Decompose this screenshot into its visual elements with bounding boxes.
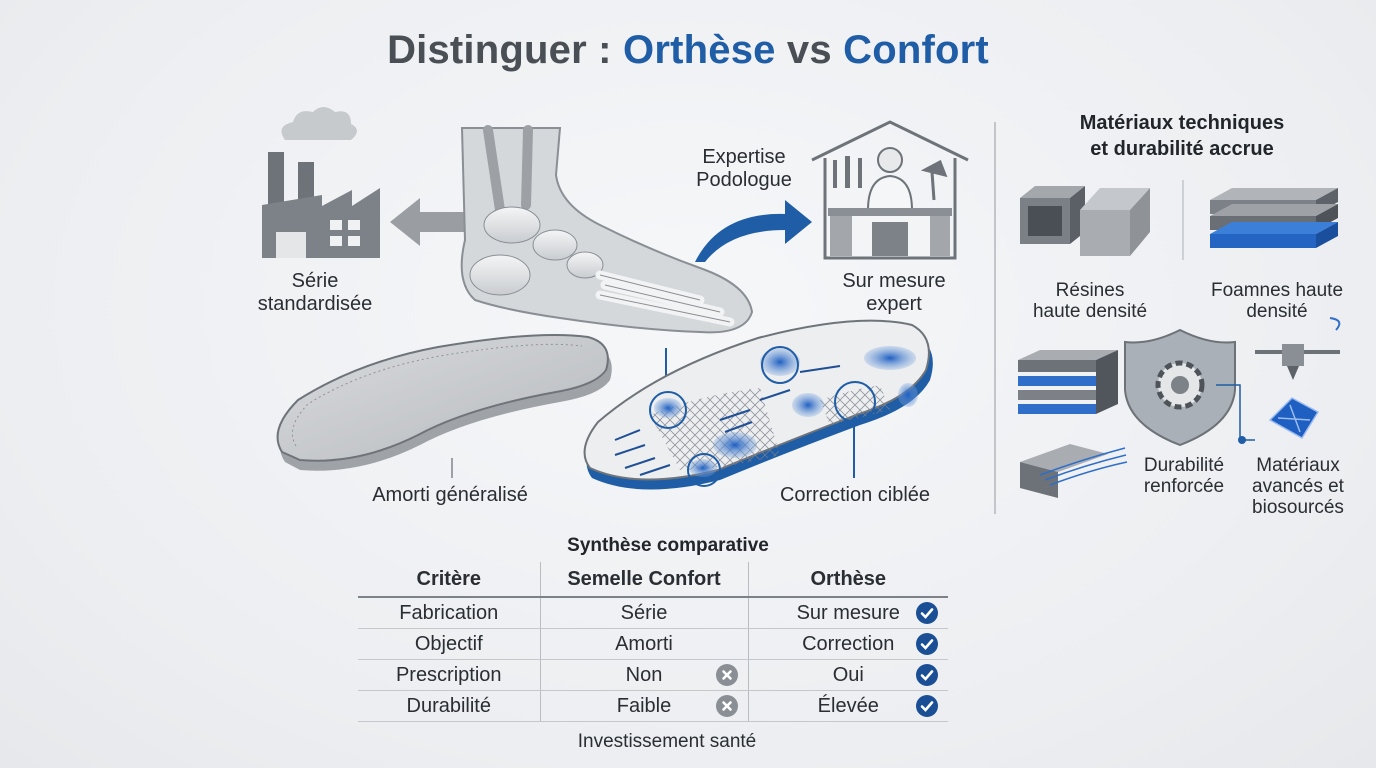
material-advanced-line1: Matériaux	[1256, 455, 1340, 476]
orthotic-insole-illustration	[583, 319, 933, 490]
table-row: Fabrication Série Sur mesure	[358, 597, 948, 629]
cross-icon	[715, 664, 738, 686]
cell-text: Élevée	[817, 694, 879, 717]
table-row: Durabilité Faible Élevée	[358, 690, 948, 722]
cell-text: Correction	[802, 632, 895, 655]
material-resins-line2: haute densité	[1032, 301, 1148, 322]
table-cell-orthotic: Élevée	[747, 690, 948, 722]
table-cell-orthotic: Oui	[747, 659, 948, 691]
table-header-row: Critère Semelle Confort Orthèse	[358, 562, 948, 598]
material-durability-line2: renforcée	[1143, 476, 1225, 497]
material-advanced-line2: avancés et	[1252, 476, 1344, 497]
comfort-insole-illustration	[276, 333, 612, 471]
material-label-durability: Durabilité renforcée	[1124, 455, 1244, 497]
table-cell-comfort: Amorti	[539, 628, 748, 660]
factory-label-line2: standardisée	[257, 293, 373, 315]
table-cell-criterion: Objectif	[358, 628, 540, 660]
materials-title: Matériaux techniques et durabilité accru…	[1040, 110, 1324, 162]
header-comfort: Semelle Confort	[539, 562, 748, 598]
material-label-advanced: Matériaux avancés et biosourcés	[1238, 455, 1358, 518]
comfort-insole-label: Amorti généralisé	[372, 484, 528, 506]
table-cell-criterion: Fabrication	[358, 597, 540, 629]
workshop-line1: Sur mesure	[842, 270, 946, 292]
orthotic-label: Correction ciblée	[779, 484, 931, 506]
material-foams-line2: densité	[1246, 301, 1308, 322]
cell-text: Amorti	[615, 632, 673, 655]
foam-layers-icon	[1210, 188, 1338, 248]
fiber-sheet-icon	[1020, 444, 1128, 498]
materials-title-line2: et durabilité accrue	[1090, 138, 1274, 160]
table-cell-criterion: Prescription	[358, 659, 540, 691]
section-divider	[994, 122, 996, 514]
cell-text: Prescription	[395, 663, 502, 686]
podiatrist-workshop-icon	[811, 120, 969, 260]
material-foams-line1: Foamnes haute	[1210, 280, 1344, 301]
title-prefix: Distinguer :	[387, 28, 624, 72]
material-label-resins: Résines haute densité	[1010, 280, 1170, 322]
workshop-line2: expert	[866, 293, 922, 315]
table-cell-comfort: Faible	[539, 690, 748, 722]
table-cell-comfort: Non	[539, 659, 748, 691]
arrow-right-curved-icon	[695, 200, 812, 262]
materials-title-line1: Matériaux techniques	[1079, 112, 1285, 134]
3d-printer-icon	[1255, 317, 1341, 440]
factory-label: Série standardisée	[240, 270, 390, 316]
resin-blocks-icon	[1020, 186, 1150, 256]
composite-layers-icon	[1018, 350, 1118, 414]
check-icon	[916, 695, 938, 717]
material-resins-line1: Résines	[1055, 280, 1125, 301]
comparison-table: Critère Semelle Confort Orthèse Fabricat…	[358, 562, 948, 722]
table-row: Objectif Amorti Correction	[358, 628, 948, 660]
table-cell-orthotic: Correction	[747, 628, 948, 660]
material-label-foams: Foamnes haute densité	[1192, 280, 1362, 322]
cell-text: Objectif	[414, 632, 483, 655]
cell-text: Faible	[616, 694, 672, 717]
table-cell-comfort: Série	[539, 597, 748, 629]
table-cell-orthotic: Sur mesure	[747, 597, 948, 629]
material-durability-line1: Durabilité	[1143, 455, 1225, 476]
check-icon	[916, 664, 938, 686]
header-criterion: Critère	[358, 562, 540, 598]
table-row: Prescription Non Oui	[358, 659, 948, 691]
header-orthotic: Orthèse	[747, 562, 948, 598]
cell-text: Sur mesure	[796, 601, 900, 624]
page-title: Distinguer : Orthèse vs Confort	[0, 28, 1376, 73]
table-cell-criterion: Durabilité	[358, 690, 540, 722]
footer-note: Investissement santé	[577, 731, 757, 752]
cell-text: Durabilité	[406, 694, 491, 717]
foot-skeleton-illustration	[460, 125, 754, 334]
title-term-orthotic: Orthèse	[623, 28, 776, 72]
expertise-line1: Expertise	[702, 146, 786, 168]
factory-icon	[262, 107, 380, 258]
cell-text: Fabrication	[399, 601, 499, 624]
cell-text: Non	[625, 663, 663, 686]
arrow-left-icon	[390, 198, 465, 246]
title-vs: vs	[775, 28, 844, 72]
check-icon	[916, 602, 938, 624]
shield-gear-icon	[1124, 328, 1236, 447]
expertise-label: Expertise Podologue	[684, 146, 804, 192]
title-term-comfort: Confort	[843, 28, 989, 72]
cross-icon	[715, 695, 738, 717]
factory-label-line1: Série	[291, 270, 339, 292]
check-icon	[916, 633, 938, 655]
material-advanced-line3: biosourcés	[1252, 497, 1344, 518]
table-title: Synthèse comparative	[567, 535, 769, 556]
cell-text: Oui	[832, 663, 864, 686]
workshop-label: Sur mesure expert	[820, 270, 968, 316]
expertise-line2: Podologue	[696, 169, 792, 191]
cell-text: Série	[620, 601, 668, 624]
